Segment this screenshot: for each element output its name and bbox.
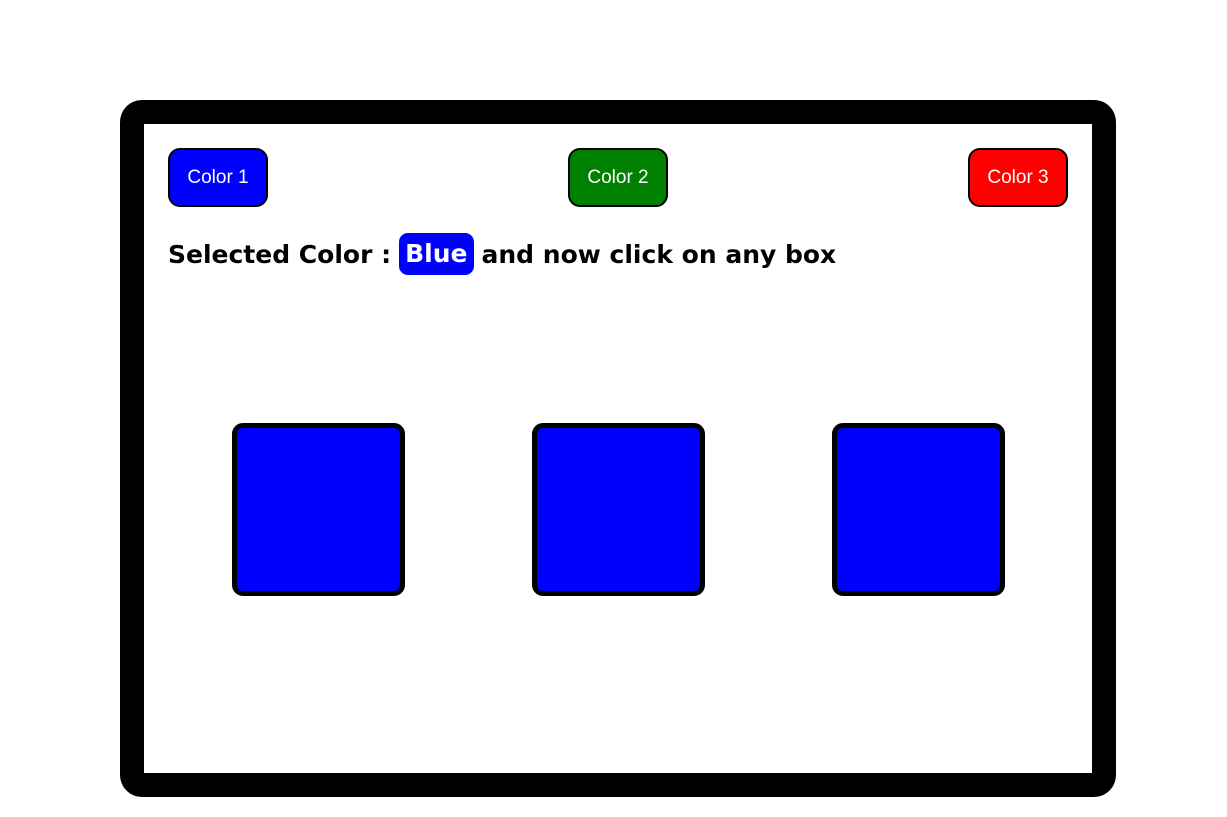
color-1-button[interactable]: Color 1 [168,148,268,207]
color-box-2[interactable] [532,423,705,596]
selected-color-suffix: and now click on any box [481,239,837,269]
color-3-button[interactable]: Color 3 [968,148,1068,207]
color-box-3[interactable] [832,423,1005,596]
selected-color-status: Selected Color : Blue and now click on a… [168,229,836,279]
selected-color-badge: Blue [399,233,474,275]
selected-color-prefix: Selected Color : [168,239,392,269]
color-box-1[interactable] [232,423,405,596]
color-2-button[interactable]: Color 2 [568,148,668,207]
game-frame: Color 1 Color 2 Color 3 Selected Color :… [120,100,1116,797]
